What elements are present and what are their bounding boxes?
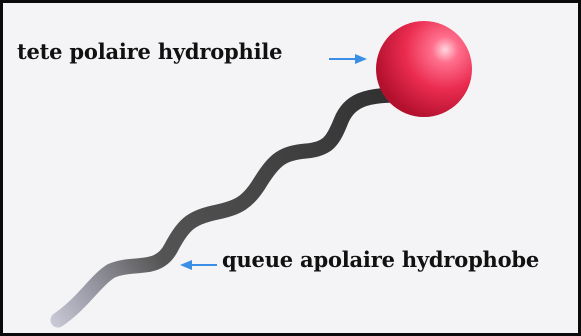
head-arrow-icon: [329, 54, 367, 64]
tail-arrow-icon: [180, 260, 217, 270]
hydrophobic-tail: [58, 95, 398, 320]
head-label: tete polaire hydrophile: [17, 39, 282, 64]
tail-label: queue apolaire hydrophobe: [222, 247, 539, 272]
hydrophilic-head: [376, 21, 472, 117]
